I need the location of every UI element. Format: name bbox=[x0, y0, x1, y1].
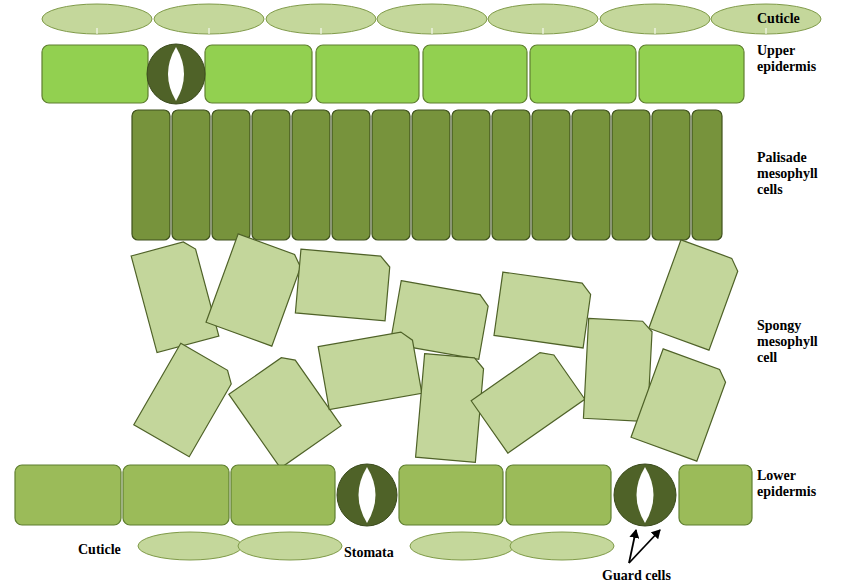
part-label: Guard cells bbox=[602, 568, 712, 584]
upper-epidermis-cells bbox=[42, 45, 744, 103]
leader-line bbox=[629, 530, 660, 563]
lower-epidermis-cells bbox=[15, 465, 752, 525]
part-label: Palisade mesophyll cells bbox=[757, 150, 837, 198]
stoma-upper bbox=[147, 44, 205, 104]
part-label: Cuticle bbox=[78, 542, 148, 558]
part-label: Cuticle bbox=[757, 11, 837, 27]
part-label: Spongy mesophyll cell bbox=[757, 318, 837, 366]
stoma-lower bbox=[337, 464, 676, 526]
part-label: Upper epidermis bbox=[757, 43, 837, 75]
palisade-cells bbox=[132, 110, 722, 240]
part-label: Lower epidermis bbox=[757, 468, 837, 500]
cuticle-bottom bbox=[138, 532, 614, 560]
spongy-cells bbox=[131, 234, 741, 468]
part-label: Stomata bbox=[344, 545, 414, 561]
cuticle-top bbox=[42, 4, 821, 34]
cuticle-ticks bbox=[97, 28, 766, 34]
